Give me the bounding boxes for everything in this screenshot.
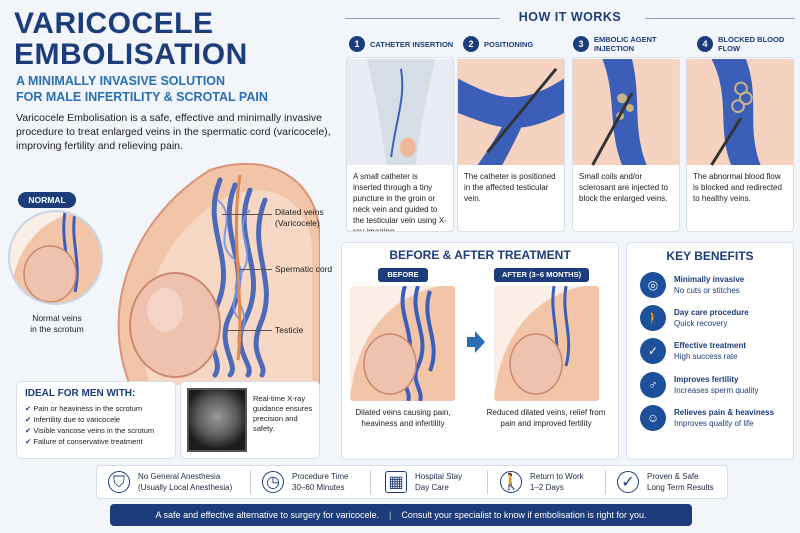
arrow-right-icon bbox=[467, 331, 485, 353]
step-description: A small catheter is inserted through a t… bbox=[353, 172, 447, 232]
step-2-illustration bbox=[458, 59, 564, 165]
step-3-card: Small coils and/or sclerosant are inject… bbox=[572, 57, 680, 232]
step-3-header: 3 EMBOLIC AGENT INJECTION bbox=[573, 35, 688, 53]
divider bbox=[370, 470, 371, 494]
shield-check-icon: ✓ bbox=[640, 338, 666, 364]
step-3-illustration bbox=[573, 59, 679, 166]
subtitle-line-2: FOR MALE INFERTILITY & SCROTAL PAIN bbox=[16, 90, 268, 104]
footer-banner: A safe and effective alternative to surg… bbox=[110, 504, 692, 526]
divider bbox=[250, 470, 251, 494]
ideal-item: Pain or heaviness in the scrotum bbox=[25, 403, 167, 414]
ideal-item: Infertility due to varicocele bbox=[25, 414, 167, 425]
title-line-2: EMBOLISATION bbox=[14, 38, 248, 71]
info-anesthesia: ⛉ No General Anesthesia(Usually Local An… bbox=[108, 468, 248, 496]
before-badge: BEFORE bbox=[378, 268, 428, 282]
divider bbox=[345, 18, 500, 19]
clock-icon: ◷ bbox=[262, 471, 284, 493]
callout-spermatic-cord: Spermatic cord bbox=[275, 264, 333, 274]
ideal-list: Pain or heaviness in the scrotum Inferti… bbox=[25, 403, 167, 447]
divider bbox=[605, 470, 606, 494]
after-badge: AFTER (3–6 MONTHS) bbox=[494, 268, 589, 282]
step-title: EMBOLIC AGENT INJECTION bbox=[594, 35, 657, 53]
step-1-illustration bbox=[347, 59, 453, 165]
xray-image bbox=[187, 388, 247, 452]
callout-line-testicle bbox=[228, 330, 272, 331]
calendar-icon: ▦ bbox=[385, 471, 407, 493]
footer-left-text: A safe and effective alternative to surg… bbox=[155, 510, 379, 520]
normal-scrotum-illustration bbox=[10, 212, 101, 303]
ideal-for-box: IDEAL FOR MEN WITH: Pain or heaviness in… bbox=[16, 381, 176, 459]
step-number: 4 bbox=[697, 36, 713, 52]
step-4-illustration bbox=[687, 59, 793, 166]
normal-veins-label: Normal veins in the scrotum bbox=[30, 313, 84, 334]
male-symbol-icon: ♂ bbox=[640, 372, 666, 398]
target-icon: ◎ bbox=[640, 272, 666, 298]
callout-testicle: Testicle bbox=[275, 325, 304, 335]
step-title: CATHETER INSERTION bbox=[370, 39, 454, 49]
xray-guidance-box: Real-time X-ray guidance ensures precisi… bbox=[180, 381, 320, 459]
xray-text: Real-time X-ray guidance ensures precisi… bbox=[253, 394, 313, 433]
step-number: 3 bbox=[573, 36, 589, 52]
ideal-item: Failure of conservative treatment bbox=[25, 436, 167, 447]
check-circle-icon: ✓ bbox=[617, 471, 639, 493]
callout-dilated-veins: Dilated veins (Varicocele) bbox=[275, 207, 324, 228]
callout-line-cord bbox=[240, 269, 272, 270]
normal-badge: NORMAL bbox=[18, 192, 76, 208]
walking-person-icon: 🚶 bbox=[500, 471, 522, 493]
footer-separator: | bbox=[389, 510, 392, 520]
step-4-header: 4 BLOCKED BLOOD FLOW bbox=[697, 35, 800, 53]
page-title: VARICOCELE EMBOLISATION bbox=[14, 8, 344, 70]
key-benefits-title: KEY BENEFITS bbox=[666, 249, 754, 263]
callout-line-dilated bbox=[222, 214, 272, 215]
ideal-title: IDEAL FOR MEN WITH: bbox=[25, 388, 136, 399]
before-illustration bbox=[350, 286, 455, 401]
step-number: 2 bbox=[463, 36, 479, 52]
divider bbox=[645, 18, 795, 19]
subtitle-line-1: A MINIMALLY INVASIVE SOLUTION bbox=[16, 74, 226, 88]
footer-right-text: Consult your specialist to know if embol… bbox=[401, 510, 647, 520]
smile-icon: ☺ bbox=[640, 405, 666, 431]
step-2-card: The catheter is positioned in the affect… bbox=[457, 57, 565, 232]
how-it-works-title: HOW IT WORKS bbox=[518, 10, 622, 24]
before-after-title: BEFORE & AFTER TREATMENT bbox=[389, 248, 571, 262]
before-description: Dilated veins causing pain, heaviness an… bbox=[355, 408, 451, 428]
intro-paragraph: Varicocele Embolisation is a safe, effec… bbox=[16, 112, 331, 152]
normal-anatomy-inset bbox=[8, 210, 103, 305]
step-title: POSITIONING bbox=[484, 39, 534, 49]
after-illustration bbox=[494, 286, 599, 401]
step-title: BLOCKED BLOOD FLOW bbox=[718, 35, 785, 53]
step-description: The abnormal blood flow is blocked and r… bbox=[693, 172, 782, 203]
step-description: Small coils and/or sclerosant are inject… bbox=[579, 172, 668, 203]
page-subtitle: A MINIMALLY INVASIVE SOLUTION FOR MALE I… bbox=[16, 73, 346, 105]
before-image bbox=[350, 286, 455, 401]
step-description: The catheter is positioned in the affect… bbox=[464, 172, 556, 203]
varicocele-illustration bbox=[117, 162, 320, 385]
step-1-card: A small catheter is inserted through a t… bbox=[346, 57, 454, 232]
step-1-header: 1 CATHETER INSERTION bbox=[349, 35, 461, 53]
shield-icon: ⛉ bbox=[108, 471, 130, 493]
divider bbox=[487, 470, 488, 494]
after-description: Reduced dilated veins, relief from pain … bbox=[486, 408, 606, 428]
title-line-1: VARICOCELE bbox=[14, 7, 214, 40]
step-2-header: 2 POSITIONING bbox=[463, 35, 571, 53]
step-number: 1 bbox=[349, 36, 365, 52]
walking-person-icon: 🚶 bbox=[640, 305, 666, 331]
step-4-card: The abnormal blood flow is blocked and r… bbox=[686, 57, 794, 232]
ideal-item: Visible varicose veins in the scrotum bbox=[25, 425, 167, 436]
after-image bbox=[494, 286, 599, 401]
